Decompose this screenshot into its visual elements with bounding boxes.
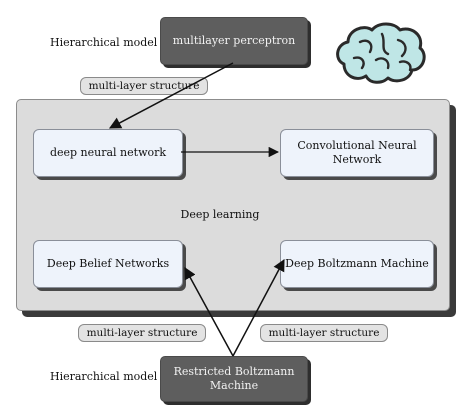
hierarchical-model-label-top: Hierarchical model xyxy=(50,36,158,49)
node-deep-boltzmann-machine: Deep Boltzmann Machine xyxy=(280,240,434,288)
node-deep-belief-networks: Deep Belief Networks xyxy=(33,240,183,288)
multi-layer-structure-pill-bottom-right: multi-layer structure xyxy=(260,324,388,342)
restricted-boltzmann-machine-box: Restricted Boltzmann Machine xyxy=(160,356,308,402)
multilayer-perceptron-box: multilayer perceptron xyxy=(160,17,308,65)
node-convolutional-neural-network: Convolutional Neural Network xyxy=(280,129,434,177)
node-deep-neural-network: deep neural network xyxy=(33,129,183,177)
multi-layer-structure-pill-top: multi-layer structure xyxy=(80,77,208,95)
brain-icon xyxy=(336,22,426,84)
deep-learning-label: Deep learning xyxy=(180,208,260,221)
hierarchical-model-label-bottom: Hierarchical model xyxy=(50,370,158,383)
multi-layer-structure-pill-bottom-left: multi-layer structure xyxy=(78,324,206,342)
